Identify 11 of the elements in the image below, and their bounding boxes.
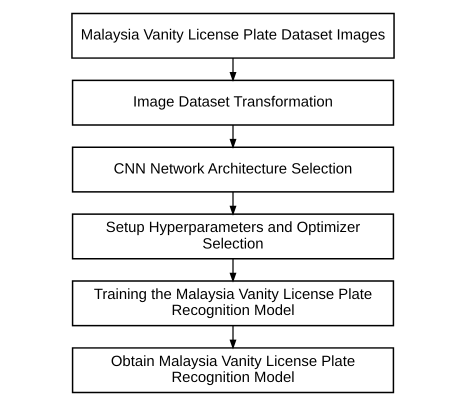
node-box: Malaysia Vanity License Plate Dataset Images (70, 12, 394, 59)
arrow (229, 58, 236, 82)
node-box: CNN Network Architecture Selection (71, 146, 394, 193)
arrow (229, 326, 236, 350)
node-box: Training the Malaysia Vanity License Plate Recognition Model (71, 280, 394, 326)
node-box: Obtain Malaysia Vanity License Plate Recognition Model (71, 347, 394, 394)
arrow (229, 125, 236, 149)
arrow (229, 192, 236, 216)
arrow (229, 258, 236, 283)
node-box: Image Dataset Transformation (71, 80, 394, 126)
node-box: Setup Hyperparameters and Optimizer Selection (71, 213, 394, 260)
